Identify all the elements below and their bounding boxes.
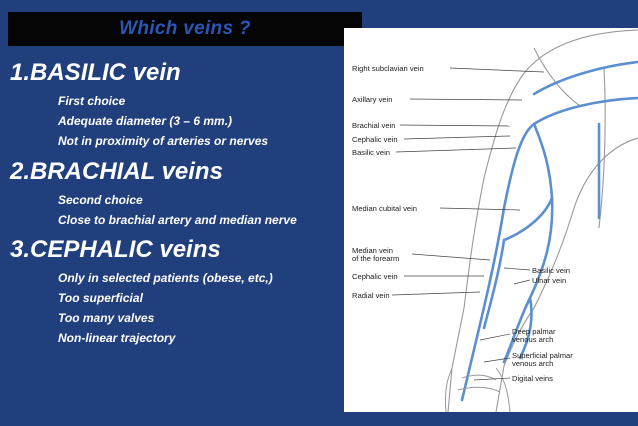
label-median-vein-forearm: of the forearm [352,254,399,263]
labels-right: Basilic vein Ulnar vein Deep palmar veno… [512,266,573,383]
arm-veins-illustration: Right subclavian vein Axillary vein Brac… [352,29,638,412]
section-heading-cephalic: 3.CEPHALIC veins [10,236,221,263]
hand-outline [445,367,511,412]
label-basilic-vein: Basilic vein [352,148,390,157]
label-deep-palmar-arch: venous arch [512,335,553,344]
cephalic-bullets: Only in selected patients (obese, etc,) … [58,268,340,348]
basilic-bullets: First choice Adequate diameter (3 – 6 mm… [58,91,340,151]
slide-title: Which veins ? [119,18,251,39]
brachial-bullets: Second choice Close to brachial artery a… [58,190,308,229]
section-heading-brachial: 2.BRACHIAL veins [10,158,223,185]
label-digital-veins: Digital veins [512,374,553,383]
bullet: Not in proximity of arteries or nerves [58,134,269,148]
bullet: Non-linear trajectory [58,331,176,345]
title-bar: Which veins ? [8,12,362,46]
bullet: Close to brachial artery and median nerv… [58,213,297,227]
label-cephalic-vein: Cephalic vein [352,135,398,144]
leader-lines [391,67,545,381]
label-median-cubital-vein: Median cubital vein [352,204,417,213]
label-axillary-vein: Axillary vein [352,95,393,104]
labels-left: Right subclavian vein Axillary vein Brac… [352,64,424,300]
bullet: Too superficial [58,291,143,305]
bullet: Adequate diameter (3 – 6 mm.) [58,114,233,128]
arm-veins-figure: Right subclavian vein Axillary vein Brac… [344,28,638,412]
label-superficial-palmar-arch: venous arch [512,359,553,368]
content: 1.BASILIC vein First choice Adequate dia… [10,58,340,354]
label-ulnar-vein: Ulnar vein [532,276,566,285]
label-superficial-palmar: Superficial palmar [512,351,573,360]
label-basilic-vein-right: Basilic vein [532,266,570,275]
bullet: Too many valves [58,311,155,325]
label-radial-vein: Radial vein [352,291,390,300]
label-brachial-vein: Brachial vein [352,121,395,130]
label-median-vein: Median vein [352,246,393,255]
label-deep-palmar: Deep palmar [512,327,556,336]
label-right-subclavian-vein: Right subclavian vein [352,64,424,73]
label-cephalic-vein-lower: Cephalic vein [352,272,398,281]
bullet: Only in selected patients (obese, etc,) [58,271,273,285]
vein-paths [460,60,638,402]
section-heading-basilic: 1.BASILIC vein [10,59,181,86]
bullet: First choice [58,94,126,108]
bullet: Second choice [58,193,143,207]
